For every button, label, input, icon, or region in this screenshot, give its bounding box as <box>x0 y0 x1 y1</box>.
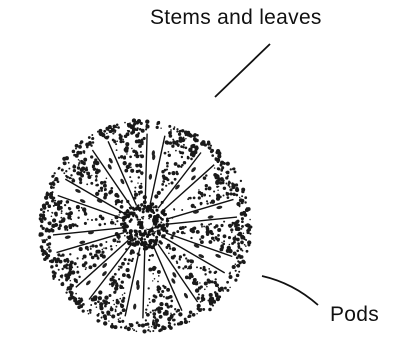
pods-label: Pods <box>330 303 379 327</box>
stems-and-leaves-label: Stems and leaves <box>150 6 322 30</box>
center-cluster <box>120 200 169 250</box>
pods-leader-line <box>262 276 318 305</box>
stems-leader-line <box>215 44 270 97</box>
